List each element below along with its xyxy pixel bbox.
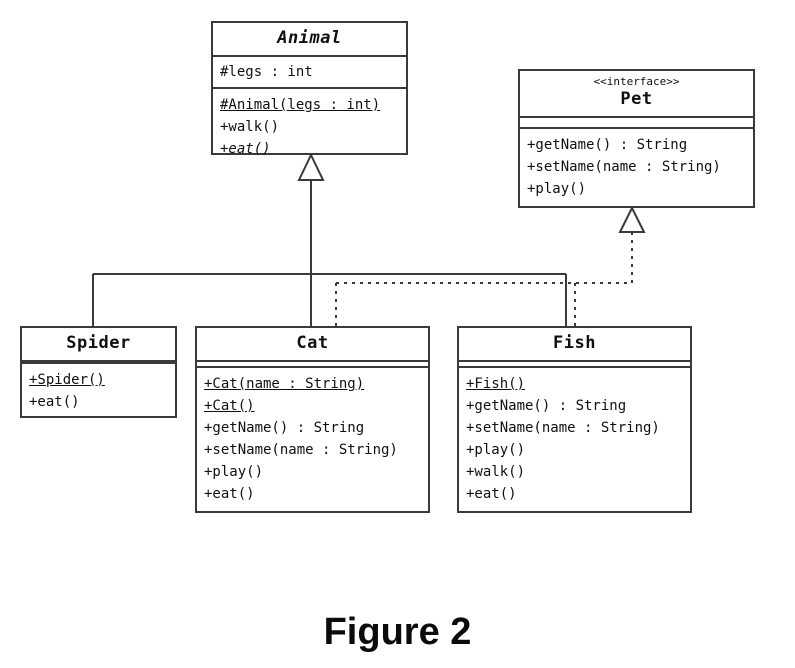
class-box-animal[interactable]: Animal #legs : int #Animal(legs : int) +… <box>211 21 408 157</box>
class-name-compartment-animal: Animal <box>213 23 406 55</box>
operation-item: +eat() <box>466 486 517 502</box>
operation-item: +getName() : String <box>466 398 627 414</box>
operation-item: +play() <box>466 442 526 458</box>
class-name-pet: Pet <box>620 89 653 109</box>
attribute-item: #legs : int <box>220 64 313 80</box>
attributes-compartment-fish <box>459 360 690 366</box>
operations-compartment-fish: +Fish() +getName() : String +setName(nam… <box>459 366 690 511</box>
class-name-compartment-pet: <<interface>> Pet <box>520 71 753 116</box>
attributes-compartment-cat <box>197 360 428 366</box>
operations-compartment-animal: #Animal(legs : int) +walk() +eat() <box>213 87 406 166</box>
operations-compartment-cat: +Cat(name : String) +Cat() +getName() : … <box>197 366 428 511</box>
operation-item: +getName() : String <box>527 137 688 153</box>
class-box-cat[interactable]: Cat +Cat(name : String) +Cat() +getName(… <box>195 326 430 513</box>
class-name-compartment-cat: Cat <box>197 328 428 360</box>
operation-item: +Cat(name : String) <box>204 376 365 392</box>
figure-caption: Figure 2 <box>323 611 472 653</box>
class-box-fish[interactable]: Fish +Fish() +getName() : String +setNam… <box>457 326 692 513</box>
operation-item: +walk() <box>466 464 526 480</box>
class-box-spider[interactable]: Spider +Spider() +eat() <box>20 326 177 418</box>
attributes-compartment-pet <box>520 116 753 127</box>
operation-item: +getName() : String <box>204 420 365 436</box>
operation-item: +setName(name : String) <box>527 159 721 175</box>
class-name-spider: Spider <box>66 333 131 353</box>
operation-item: +setName(name : String) <box>466 420 660 436</box>
realization-arrowhead-pet <box>618 205 646 233</box>
operation-item: +walk() <box>220 119 280 135</box>
operation-item: +play() <box>204 464 264 480</box>
operation-item: +Cat() <box>204 398 255 414</box>
class-name-compartment-spider: Spider <box>22 328 175 360</box>
class-name-compartment-fish: Fish <box>459 328 690 360</box>
operation-item: +play() <box>527 181 587 197</box>
operation-item: +eat() <box>204 486 255 502</box>
operation-item: +Fish() <box>466 376 526 392</box>
attributes-compartment-spider <box>22 360 175 362</box>
operation-item: +Spider() <box>29 372 105 388</box>
class-name-cat: Cat <box>296 333 329 353</box>
stereotype-label-pet: <<interface>> <box>593 75 680 88</box>
operations-compartment-pet: +getName() : String +setName(name : Stri… <box>520 127 753 206</box>
operation-item: +eat() <box>220 141 271 157</box>
class-name-fish: Fish <box>553 333 596 353</box>
operation-item: #Animal(legs : int) <box>220 97 381 113</box>
operation-item: +eat() <box>29 394 80 410</box>
operations-compartment-spider: +Spider() +eat() <box>22 362 175 419</box>
class-box-pet[interactable]: <<interface>> Pet +getName() : String +s… <box>518 69 755 208</box>
class-name-animal: Animal <box>277 28 342 48</box>
attributes-compartment-animal: #legs : int <box>213 55 406 87</box>
operation-item: +setName(name : String) <box>204 442 398 458</box>
